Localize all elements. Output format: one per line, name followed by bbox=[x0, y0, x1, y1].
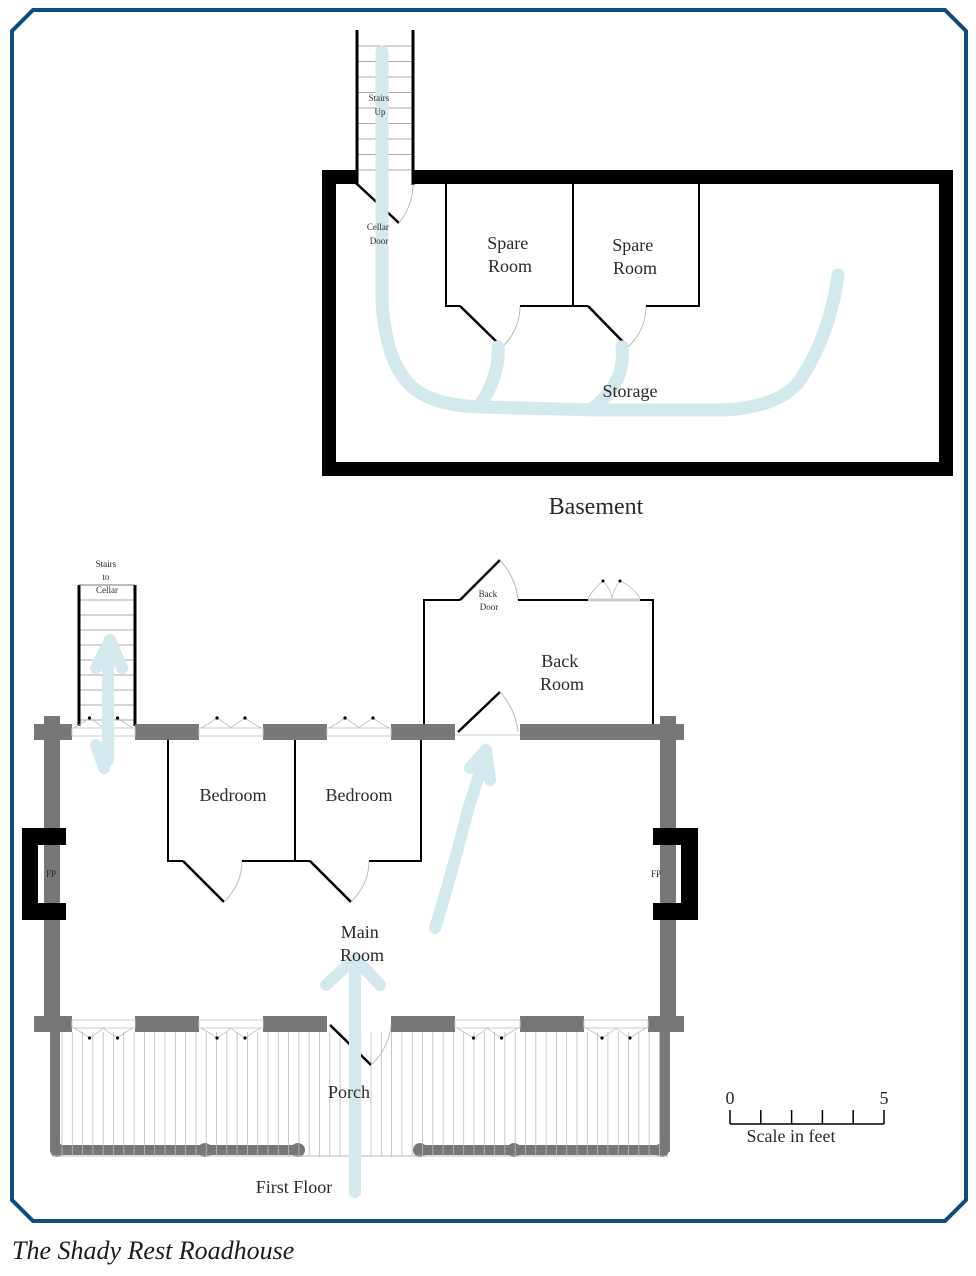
back-room-door[interactable] bbox=[457, 691, 501, 733]
back-room-label: Back Room bbox=[540, 651, 584, 694]
first-floor-path bbox=[90, 634, 496, 1198]
back-door-label: Back Door bbox=[479, 589, 500, 612]
spare-room-1-label: Spare Room bbox=[487, 233, 532, 276]
bedroom-2 bbox=[295, 740, 422, 903]
first-floor-plan: Stairs to Cellar Back Door Back Room Bed… bbox=[22, 559, 698, 1198]
storage-label: Storage bbox=[603, 381, 658, 401]
first-floor-walls bbox=[34, 716, 684, 1157]
window bbox=[198, 1019, 264, 1040]
stairs-to-cellar-label: Stairs to Cellar bbox=[96, 559, 119, 595]
bedroom-1 bbox=[167, 740, 295, 903]
fireplace-right-label: FP bbox=[651, 869, 661, 879]
scale-max-label: 5 bbox=[880, 1088, 889, 1108]
porch-label: Porch bbox=[328, 1082, 370, 1102]
window bbox=[326, 716, 392, 737]
scale-min-label: 0 bbox=[726, 1088, 735, 1108]
spare-room-1 bbox=[445, 184, 573, 348]
cellar-door-label: Cellar Door bbox=[367, 222, 391, 246]
window bbox=[71, 1019, 136, 1040]
window bbox=[454, 1019, 521, 1040]
fireplace-left-label: FP bbox=[46, 869, 56, 879]
spare-room-2 bbox=[573, 184, 700, 348]
stairs-up-label: Stairs Up bbox=[369, 93, 392, 117]
basement-outer-wall bbox=[322, 170, 953, 476]
bedroom-1-label: Bedroom bbox=[200, 785, 267, 805]
window bbox=[198, 716, 264, 737]
document-caption: The Shady Rest Roadhouse bbox=[12, 1236, 295, 1265]
basement-title: Basement bbox=[549, 494, 644, 520]
basement-plan: Stairs Up Cellar Door Spare Room Spare R… bbox=[322, 30, 953, 520]
scale-caption: Scale in feet bbox=[747, 1126, 836, 1146]
basement-path bbox=[375, 45, 845, 417]
fireplace-right bbox=[653, 828, 698, 920]
first-floor-title: First Floor bbox=[256, 1177, 333, 1197]
back-room bbox=[423, 559, 654, 724]
window bbox=[583, 1019, 649, 1040]
back-door[interactable] bbox=[459, 559, 501, 601]
spare-room-2-label: Spare Room bbox=[612, 235, 657, 278]
main-room-label: Main Room bbox=[340, 922, 384, 965]
page-frame bbox=[10, 8, 968, 1223]
fireplace-left bbox=[22, 828, 66, 920]
scale-bar: 0 5 Scale in feet bbox=[726, 1088, 889, 1146]
bedroom-2-label: Bedroom bbox=[326, 785, 393, 805]
